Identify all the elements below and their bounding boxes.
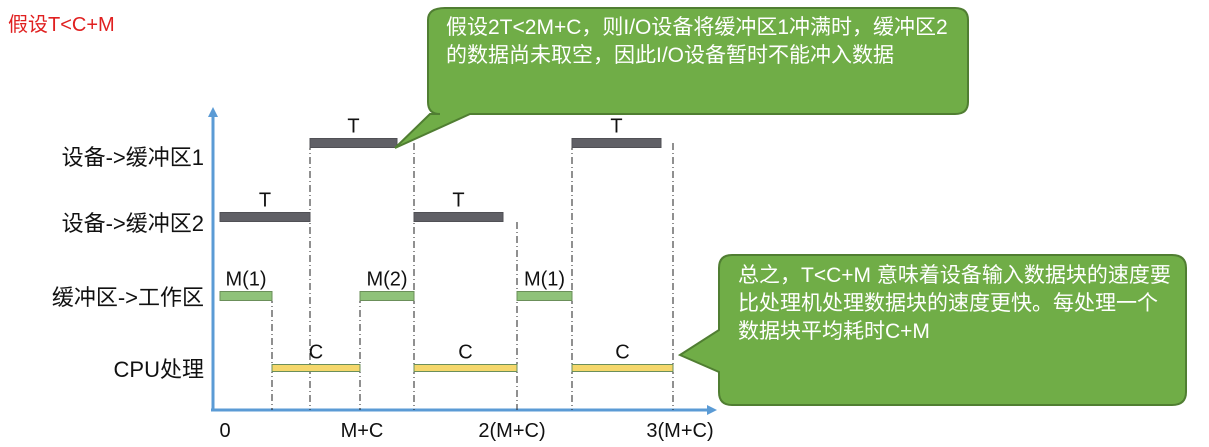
segment-label-8: C bbox=[458, 342, 472, 364]
segment-label-1: T bbox=[347, 116, 359, 138]
row-label-buffer-workarea: 缓冲区->工作区 bbox=[51, 285, 204, 310]
segment-label-5: M(2) bbox=[366, 269, 407, 291]
axis-tick-3: 3(M+C) bbox=[646, 420, 713, 442]
segment-label-7: C bbox=[309, 342, 323, 364]
top-callout-text: 假设2T<2M+C，则I/O设备将缓冲区1冲满时，缓冲区2的数据尚未取空，因此I… bbox=[446, 16, 948, 67]
segment-label-2: T bbox=[452, 190, 464, 212]
segment-bar-5 bbox=[359, 291, 415, 301]
segment-bar-4 bbox=[219, 291, 273, 301]
axis-tick-1: M+C bbox=[341, 420, 384, 442]
segment-bars: T T T T M(1) M(2) M(1) C C C bbox=[219, 116, 674, 372]
segment-bar-9 bbox=[571, 364, 674, 372]
row-label-device-buffer1: 设备->缓冲区1 bbox=[61, 145, 204, 170]
axis-tick-0: 0 bbox=[219, 420, 230, 442]
diagram-title: 假设T<C+M bbox=[8, 14, 115, 36]
axis-tick-2: 2(M+C) bbox=[478, 420, 545, 442]
row-label-device-buffer2: 设备->缓冲区2 bbox=[61, 211, 204, 236]
row-label-cpu: CPU处理 bbox=[113, 357, 204, 382]
segment-bar-3 bbox=[571, 138, 662, 148]
top-callout-shape bbox=[394, 7, 969, 149]
segment-label-6: M(1) bbox=[524, 269, 565, 291]
segment-bar-7 bbox=[271, 364, 361, 372]
segment-label-0: T bbox=[259, 190, 271, 212]
segment-bar-0 bbox=[219, 212, 311, 222]
segment-label-3: T bbox=[610, 116, 622, 138]
right-callout-shape bbox=[677, 254, 1187, 406]
axis-tick-labels: 0 M+C 2(M+C) 3(M+C) bbox=[219, 420, 713, 442]
segment-bar-1 bbox=[309, 138, 398, 148]
segment-bar-8 bbox=[413, 364, 518, 372]
segment-label-9: C bbox=[615, 342, 629, 364]
right-callout-text: 总之，T<C+M 意味着设备输入数据块的速度要比处理机处理数据块的速度更快。每处… bbox=[738, 264, 1171, 343]
segment-bar-2 bbox=[413, 212, 504, 222]
segment-bar-6 bbox=[516, 291, 573, 301]
segment-label-4: M(1) bbox=[225, 269, 266, 291]
guide-lines bbox=[271, 143, 674, 410]
